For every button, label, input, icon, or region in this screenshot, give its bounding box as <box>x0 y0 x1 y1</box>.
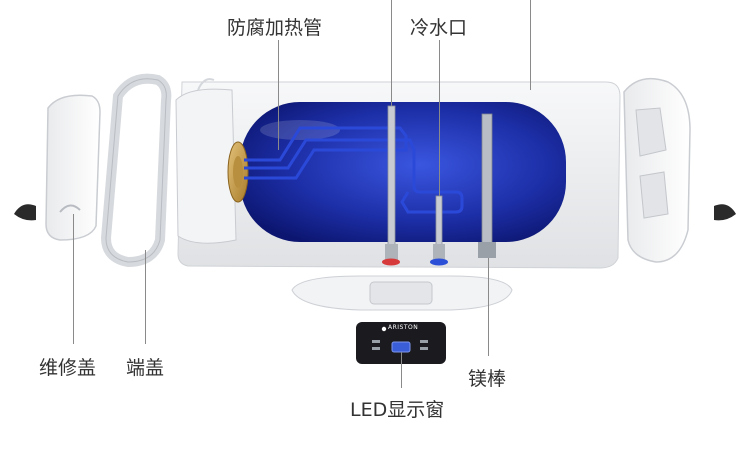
leader-magnesium-rod <box>488 258 489 356</box>
leader-cold-inlet <box>439 40 440 196</box>
right-knob-icon <box>714 204 736 221</box>
hot-outlet-pipe <box>382 105 400 266</box>
end-cover-part <box>100 73 172 268</box>
leader-led-display <box>401 352 402 388</box>
led-display-panel <box>356 322 446 364</box>
cold-inlet-pipe <box>430 195 448 266</box>
right-end-cover-part <box>623 77 691 263</box>
flange-part <box>227 141 249 203</box>
heating-element-coil <box>244 126 464 214</box>
leader-maintenance-cover <box>73 214 74 344</box>
leader-heating-element <box>278 40 279 150</box>
label-heating-element: 防腐加热管 <box>227 17 323 39</box>
label-magnesium-rod: 镁棒 <box>468 368 507 390</box>
leader-top-right <box>530 0 531 90</box>
leader-hot-outlet <box>391 0 392 106</box>
display-brand-text: ARISTON <box>388 324 419 331</box>
leader-end-cover <box>145 250 146 344</box>
ariston-logo-icon <box>381 326 387 332</box>
control-base-part <box>291 275 513 311</box>
left-knob-icon <box>14 204 36 221</box>
magnesium-rod-part <box>478 113 496 258</box>
maintenance-cover-part <box>45 94 101 241</box>
label-cold-water-inlet: 冷水口 <box>410 17 468 39</box>
label-maintenance-cover: 维修盖 <box>39 357 97 379</box>
label-end-cover: 端盖 <box>126 357 165 379</box>
inner-tank <box>240 102 566 242</box>
label-led-display: LED显示窗 <box>350 399 445 421</box>
